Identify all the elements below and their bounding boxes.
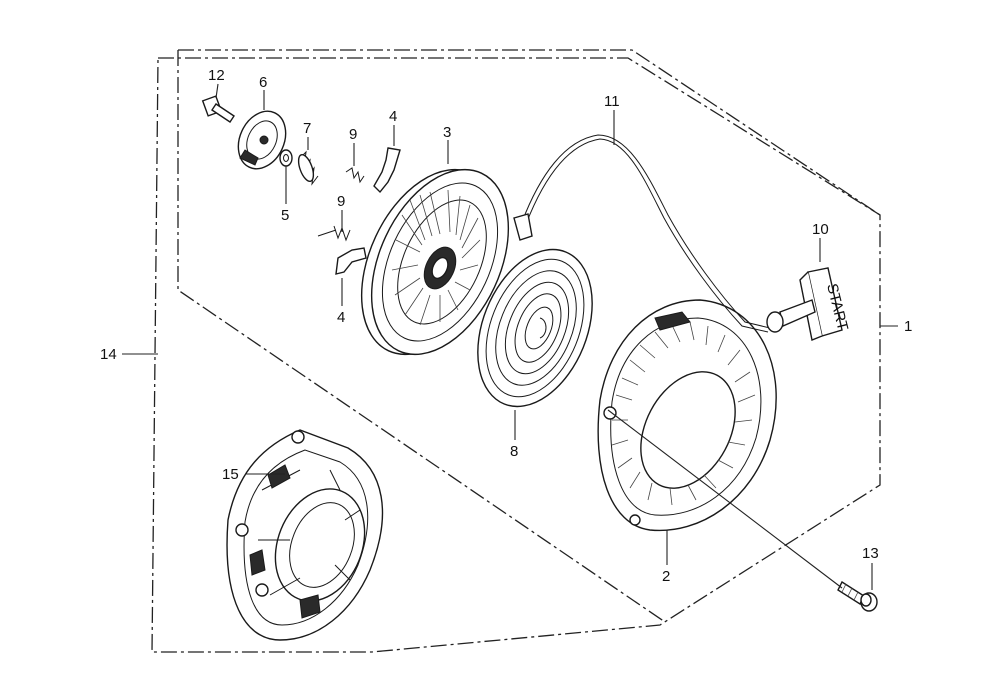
ratchet-4-upper [373, 147, 401, 194]
label-4-lower: 4 [337, 309, 345, 326]
bolt-12 [201, 95, 235, 123]
recoil-cover-2 [597, 299, 777, 532]
label-12: 12 [208, 67, 225, 84]
label-14: 14 [100, 346, 117, 363]
starter-case-15 [226, 429, 384, 641]
starter-rope-11 [513, 134, 771, 333]
washer-5 [279, 149, 293, 167]
leader-lines [122, 83, 898, 590]
label-7: 7 [303, 120, 311, 137]
spring-7 [297, 150, 319, 186]
ratchet-spring-9-upper [345, 167, 365, 184]
reel-3 [360, 168, 510, 356]
label-3: 3 [443, 124, 451, 141]
ratchet-4-lower [335, 247, 367, 275]
label-15: 15 [222, 466, 239, 483]
label-9-lower: 9 [337, 193, 345, 210]
label-4-upper: 4 [389, 108, 397, 125]
part-labels: 12 6 7 9 4 3 11 5 9 10 4 1 14 8 15 13 2 [100, 67, 912, 585]
assembly-frame-14 [151, 57, 881, 653]
label-2: 2 [662, 568, 670, 585]
label-8: 8 [510, 443, 518, 460]
label-6: 6 [259, 74, 267, 91]
ratchet-spring-9-lower [317, 225, 351, 242]
assembly-frame-1 [177, 49, 881, 623]
label-5: 5 [281, 207, 289, 224]
flange-bolt-13 [837, 580, 878, 612]
friction-plate-6 [237, 110, 287, 170]
label-13: 13 [862, 545, 879, 562]
starter-grip-10: START [766, 267, 851, 341]
label-11: 11 [604, 93, 620, 110]
label-1: 1 [904, 318, 912, 335]
label-9-upper: 9 [349, 126, 357, 143]
label-10: 10 [812, 221, 829, 238]
return-spring-8 [477, 248, 593, 408]
